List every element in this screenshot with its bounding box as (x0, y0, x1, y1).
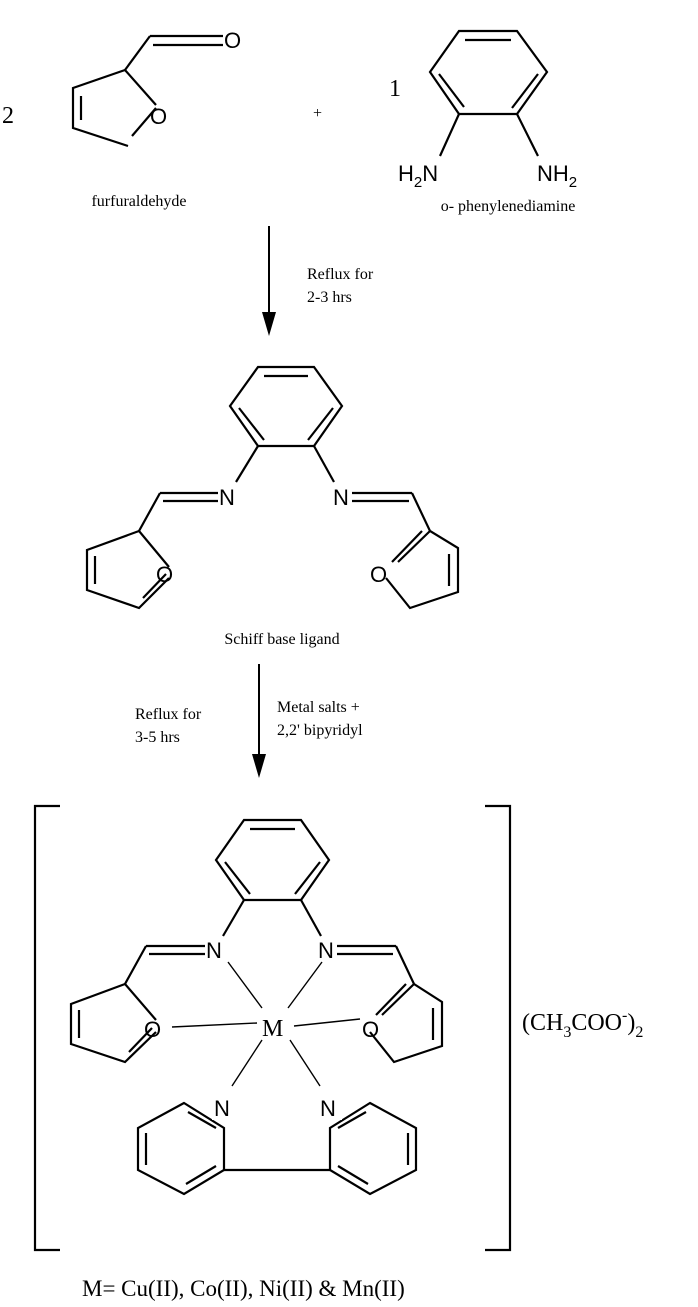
furan-double-bond-b (131, 107, 157, 137)
bipyridyl-nitrogen-right: N (320, 1096, 336, 1121)
left-furan-oxygen: O (156, 562, 173, 587)
left-furan-ring-2 (85, 529, 170, 610)
coord-bond-o-right (293, 1018, 361, 1027)
step2-left-line2: 3-5 hrs (135, 729, 180, 746)
diamine-coefficient: 1 (389, 76, 401, 102)
right-furan-double-b (391, 530, 423, 563)
complex-ring-n-right (300, 899, 322, 937)
reaction-arrow-2 (252, 664, 266, 778)
metal-list-label: M= Cu(II), Co(II), Ni(II) & Mn(II) (82, 1276, 405, 1301)
complex-bracket-right (485, 804, 512, 1252)
coord-bond-o-left (171, 1022, 258, 1028)
benzene-ring (428, 29, 549, 116)
furfuraldehyde-structure: O O (71, 28, 241, 148)
complex-benzene-inner-3 (224, 861, 251, 895)
step2-left-line1: Reflux for (135, 706, 202, 723)
complex-imine-n-right: N (318, 938, 334, 963)
coord-bond-n-right (287, 961, 323, 1009)
o-phenylenediamine-structure: H2N NH2 (398, 29, 577, 191)
imine-nitrogen-right: N (333, 485, 349, 510)
left-furan-ring (137, 492, 170, 568)
aldehyde-oxygen: O (224, 28, 241, 53)
step2-right-line2: 2,2' bipyridyl (277, 722, 363, 739)
central-benzene-inner-3 (238, 407, 265, 441)
bipyridyl-right-inner-2 (337, 1111, 367, 1129)
aldehyde-coefficient: 2 (2, 103, 14, 129)
metal-center: M (262, 1016, 283, 1042)
aldehyde-label: furfuraldehyde (91, 193, 186, 210)
complex-ring-n-left (222, 899, 245, 937)
benzene-inner-bond-2 (511, 73, 539, 109)
diamine-label: o- phenylenediamine (441, 198, 576, 215)
complex-left-furan-oxygen: O (144, 1017, 161, 1042)
aldehyde-c-c-bond (124, 35, 151, 71)
imine-nitrogen-left: N (219, 485, 235, 510)
right-furan-oxygen: O (370, 562, 387, 587)
coord-bond-n-left (227, 961, 263, 1009)
metal-complex-structure: N N O O M N (69, 818, 444, 1196)
furan-oxygen: O (150, 104, 167, 129)
complex-benzene-inner-2 (294, 861, 321, 895)
complex-right-furan-oxygen: O (362, 1017, 379, 1042)
step1-condition-line2: 2-3 hrs (307, 289, 352, 306)
reaction-arrow-1 (262, 226, 276, 336)
left-furan-double-b (142, 573, 167, 599)
central-benzene-inner-2 (307, 407, 334, 441)
intermediate-label: Schiff base ligand (224, 631, 339, 648)
complex-imine-n-left: N (206, 938, 222, 963)
amine-group-right: NH2 (537, 161, 577, 191)
coord-bond-bipy-right (289, 1039, 321, 1087)
complex-left-furan-2 (69, 982, 157, 1064)
counter-ion: (CH3COO-)2 (522, 1007, 643, 1041)
complex-right-furan-c-o (381, 983, 415, 1016)
right-furan-c-o (397, 530, 431, 563)
bipyridyl-nitrogen-left: N (214, 1096, 230, 1121)
complex-right-furan-double-b (375, 983, 407, 1016)
complex-right-furan (369, 945, 444, 1064)
schiff-base-structure: N N O O (85, 365, 460, 610)
complex-bracket-left (33, 804, 60, 1252)
complex-left-furan (123, 945, 157, 1021)
bipyridyl-right-inner-3 (337, 1165, 369, 1185)
coord-bond-bipy-left (231, 1039, 263, 1087)
complex-benzene-ring (214, 818, 331, 902)
amine-group-left: H2N (398, 161, 438, 191)
complex-left-furan-double-b (128, 1027, 153, 1053)
amine-bond-left (438, 113, 461, 157)
ring-n-bond-right (313, 445, 335, 483)
central-benzene-ring (228, 365, 344, 448)
bipyridyl-left-inner-2 (187, 1111, 217, 1129)
amine-bond-right (516, 113, 539, 157)
plus-sign: + (313, 105, 322, 122)
benzene-inner-bond-3 (438, 73, 465, 108)
bipyridyl-ring-right (328, 1101, 418, 1196)
right-furan-ring (385, 492, 460, 610)
step2-right-line1: Metal salts + (277, 699, 360, 716)
bipyridyl-left-inner-3 (185, 1165, 217, 1185)
step1-condition-line1: Reflux for (307, 266, 374, 283)
ring-n-bond-left (235, 445, 259, 483)
bipyridyl-ring-left (136, 1101, 226, 1196)
furan-ring-bonds (71, 68, 157, 148)
